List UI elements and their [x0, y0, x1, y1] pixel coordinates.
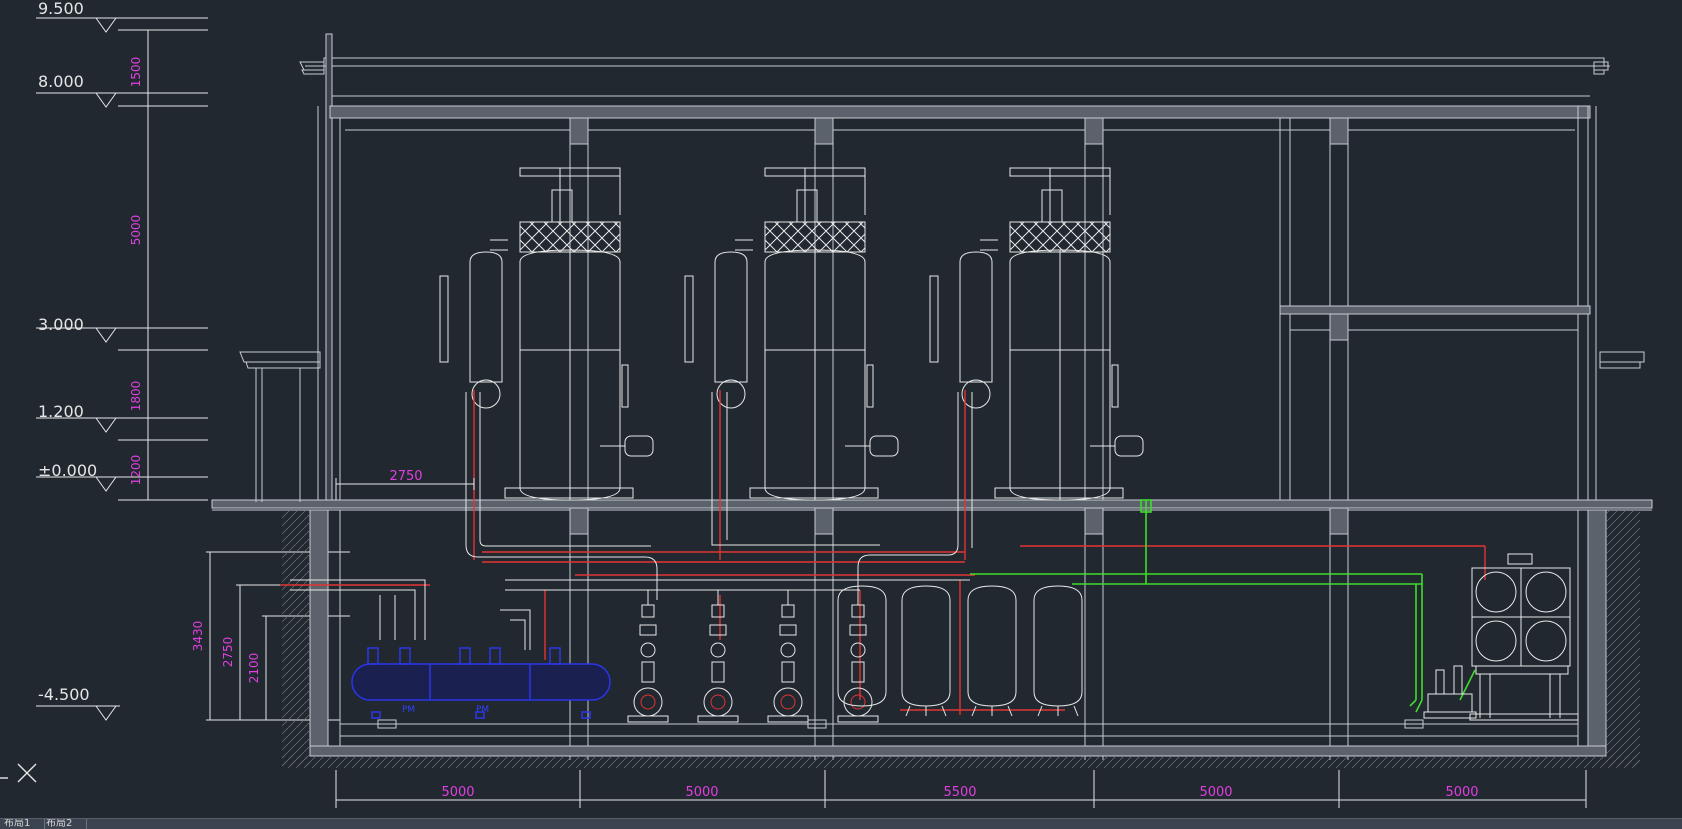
green-makeup-water-pipe	[970, 499, 1476, 713]
boiler-unit-3	[929, 167, 1144, 501]
vdim-2100: 2100	[247, 653, 261, 684]
vdim-1800: 1800	[129, 381, 143, 412]
expansion-tank-3	[1033, 585, 1083, 717]
layout-tab-bar: 布局1 布局2	[0, 818, 1682, 829]
bay-dim-2: 5000	[685, 785, 718, 800]
boiler-unit-1	[439, 167, 654, 501]
ucs-icon	[0, 763, 37, 783]
level-markers	[36, 17, 208, 721]
soil-hatch-bottom	[282, 756, 1640, 768]
bay-dim-1: 5000	[441, 785, 474, 800]
building-section	[211, 33, 1653, 760]
layout-tab-1[interactable]: 布局1	[0, 819, 45, 829]
circulation-pump-1	[627, 590, 669, 723]
vdim-5000: 5000	[129, 215, 143, 246]
vdim-1500: 1500	[129, 57, 143, 88]
layout-tab-2[interactable]: 布局2	[42, 819, 87, 829]
vdim-1200: 1200	[129, 455, 143, 486]
circulation-pump-3	[767, 589, 809, 723]
red-pipe-network	[280, 390, 1486, 715]
level-label-8000: 8.000	[38, 72, 84, 91]
bay-dim-5: 5000	[1445, 785, 1478, 800]
soil-hatch-left	[282, 510, 310, 766]
horizontal-dimension-chain	[335, 770, 1587, 808]
offset-dimension-line	[335, 478, 475, 500]
expansion-tank-4	[837, 585, 887, 707]
header-label-pm-1: PM	[402, 705, 415, 715]
level-label-9500: 9.500	[38, 0, 84, 18]
bay-dim-3: 5500	[943, 785, 976, 800]
header-label-pm-2: PM	[476, 705, 489, 715]
water-storage-tank	[1469, 553, 1579, 721]
level-label-minus4500: -4.500	[38, 685, 90, 704]
insulated-pipe-network	[290, 392, 973, 650]
circulation-pump-2	[697, 589, 739, 723]
soil-hatch-right	[1606, 510, 1640, 766]
level-label-1200: 1.200	[38, 402, 84, 421]
expansion-tank-1	[901, 585, 951, 717]
offset-dim-2750: 2750	[389, 469, 422, 484]
level-label-3000: 3.000	[38, 315, 84, 334]
vertical-dimension-chain	[118, 29, 208, 501]
distribution-header-blue	[351, 647, 611, 719]
bay-dim-4: 5000	[1199, 785, 1232, 800]
boiler-unit-2	[684, 167, 899, 501]
expansion-tank-2	[967, 585, 1017, 717]
level-label-0000: ±0.000	[38, 461, 97, 480]
vdim-2750: 2750	[221, 637, 235, 668]
vdim-3430: 3430	[191, 621, 205, 652]
booster-pumpset	[1423, 665, 1477, 719]
